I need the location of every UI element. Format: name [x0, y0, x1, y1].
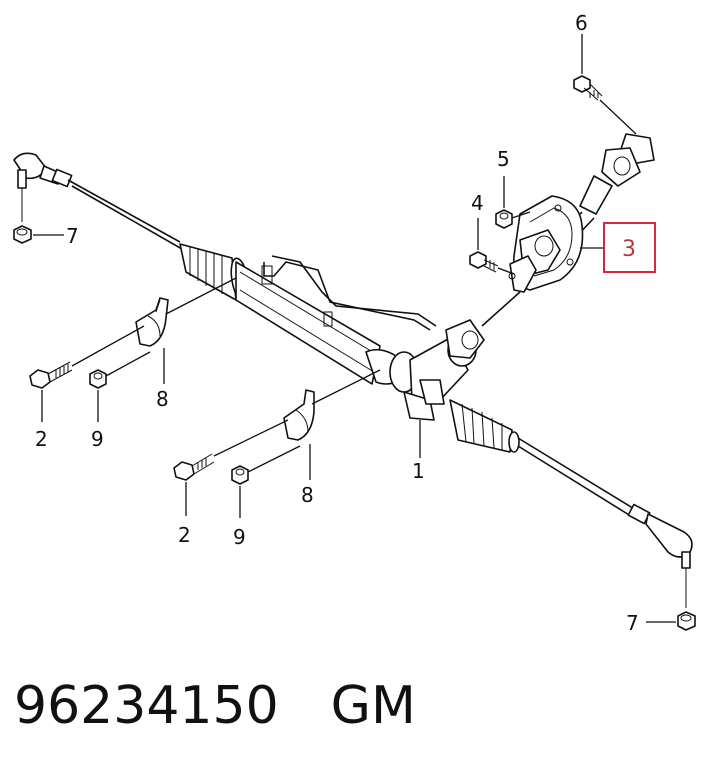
left-inner-tie-rod: [67, 179, 183, 250]
left-nut-7: [13, 225, 32, 244]
callout-9-upper: 9: [91, 427, 104, 451]
callout-8-upper: 8: [156, 387, 169, 411]
lower-nut-9: [231, 465, 249, 485]
nut-5: [495, 209, 513, 229]
intermediate-shaft-ujoint: [539, 133, 655, 263]
footer: 96234150 GM: [14, 676, 416, 736]
callout-3-highlight-box: [603, 222, 656, 273]
part-number: 96234150: [14, 676, 279, 736]
callout-1: 1: [412, 459, 425, 483]
callout-4: 4: [471, 191, 484, 215]
lower-clamp-bracket: [283, 389, 315, 441]
right-tie-rod-end: [627, 503, 693, 608]
right-nut-7: [677, 611, 696, 631]
upper-nut-9: [89, 369, 107, 389]
callout-2-lower: 2: [178, 523, 191, 547]
steering-bolt-6: [573, 75, 603, 101]
callout-2-upper: 2: [35, 427, 48, 451]
brand-label: GM: [330, 676, 416, 736]
upper-clamp-bracket: [135, 297, 169, 347]
right-rack-boot: [449, 399, 520, 453]
callout-3: 3: [622, 237, 636, 262]
callout-9-lower: 9: [233, 525, 246, 549]
callout-8-lower: 8: [301, 483, 314, 507]
lower-bolt-2: [173, 453, 215, 481]
rack-housing-1: [235, 255, 485, 421]
callout-7-left: 7: [66, 224, 79, 248]
left-tie-rod-end: [13, 152, 73, 222]
right-inner-tie-rod: [517, 437, 637, 519]
callout-6: 6: [575, 11, 588, 35]
callout-7-right: 7: [626, 611, 639, 635]
callout-5: 5: [497, 147, 510, 171]
dust-cover-seal-3: [481, 195, 584, 327]
bolt-4: [469, 251, 499, 273]
upper-bolt-2: [29, 361, 73, 389]
